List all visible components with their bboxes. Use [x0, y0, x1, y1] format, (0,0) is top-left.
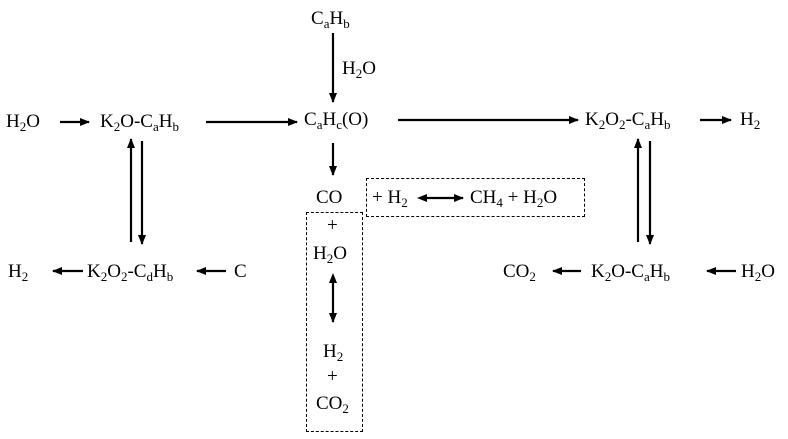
formula-subscript: 2	[604, 269, 612, 284]
formula-text: K	[100, 111, 114, 132]
formula-text: K	[591, 261, 605, 282]
formula-text: K	[87, 261, 101, 282]
formula-subscript: 2	[529, 269, 536, 284]
formula-text: +	[327, 366, 338, 387]
formula-text: K	[585, 109, 599, 130]
formula-text: CH	[470, 187, 497, 208]
intermediate-cahc-o: CaHc(O)	[304, 109, 368, 131]
formula-subscript: d	[146, 269, 153, 284]
formula-text: CO	[503, 261, 530, 282]
formula-text: O	[605, 109, 619, 130]
formula-text: (O)	[341, 109, 369, 130]
formula-text: O	[333, 243, 347, 264]
formula-subscript: b	[663, 269, 670, 284]
water-gas-shift-box	[306, 212, 363, 432]
formula-subscript: 2	[753, 117, 761, 132]
formula-subscript: a	[643, 269, 650, 284]
plus-sign-2: +	[327, 366, 338, 388]
formula-subscript: b	[172, 119, 179, 134]
formula-text: -C	[127, 261, 147, 282]
product-co: CO	[316, 187, 342, 209]
formula-subscript: 2	[342, 401, 349, 416]
formula-subscript: 2	[754, 269, 762, 284]
formula-text: +	[327, 215, 338, 236]
formula-text: O-C	[120, 111, 153, 132]
formula-text: + H	[372, 187, 402, 208]
product-h2-right: H2	[740, 109, 760, 131]
product-co2-right: CO2	[503, 261, 536, 283]
intermediate-k2o-cahb-left: K2O-CaHb	[100, 111, 179, 133]
reactant-h2o-left: H2O	[6, 111, 40, 133]
plus-sign-1: +	[327, 215, 338, 237]
formula-text: C	[311, 8, 324, 29]
formula-subscript: a	[644, 117, 651, 132]
formula-text: H	[158, 111, 173, 132]
formula-subscript: 2	[598, 117, 606, 132]
formula-text: O	[26, 111, 40, 132]
reagent-h2o-vertical: H2O	[342, 58, 376, 80]
formula-subscript: b	[663, 117, 671, 132]
formula-text: H	[342, 58, 356, 79]
reactant-c: C	[234, 261, 247, 283]
formula-text: H	[6, 111, 20, 132]
product-co2-mid: CO2	[316, 393, 349, 415]
formula-subscript: a	[316, 117, 323, 132]
formula-subscript: 2	[536, 195, 544, 210]
formula-text: H	[152, 261, 167, 282]
formula-text: H	[322, 109, 337, 130]
formula-subscript: 2	[19, 119, 27, 134]
formula-subscript: 4	[496, 195, 503, 210]
formula-subscript: 2	[401, 195, 408, 210]
formula-text: H	[8, 261, 22, 282]
formula-text: CO	[316, 393, 343, 414]
formula-subscript: c	[336, 117, 342, 132]
reagent-plus-h2: + H2	[372, 187, 408, 209]
intermediate-k2o2-cdhb: K2O2-CdHb	[87, 261, 173, 283]
formula-text: H	[313, 243, 327, 264]
formula-text: H	[649, 261, 664, 282]
formula-text: O	[543, 187, 558, 208]
formula-subscript: 2	[120, 269, 128, 284]
formula-text: H	[650, 109, 664, 130]
formula-text: O	[761, 261, 775, 282]
formula-text: -C	[625, 109, 645, 130]
intermediate-k2o-cahb-right: K2O-CaHb	[591, 261, 670, 283]
formula-subscript: b	[343, 16, 350, 31]
formula-subscript: b	[166, 269, 174, 284]
formula-text: CO	[316, 187, 343, 208]
reactant-cahb: CaHb	[311, 8, 350, 30]
formula-subscript: 2	[100, 269, 108, 284]
formula-subscript: 2	[113, 119, 121, 134]
product-h2-left: H2	[8, 261, 28, 283]
formula-text: H	[329, 8, 344, 29]
formula-text: O-C	[611, 261, 644, 282]
product-h2-mid: H2	[323, 341, 343, 363]
formula-subscript: a	[152, 119, 159, 134]
formula-text: H	[741, 261, 755, 282]
reactant-h2o-right: H2O	[741, 261, 775, 283]
formula-subscript: 2	[21, 269, 29, 284]
formula-subscript: a	[323, 16, 330, 31]
formula-text: C	[304, 109, 317, 130]
formula-text: H	[323, 341, 337, 362]
formula-text: + H	[502, 187, 537, 208]
formula-subscript: 2	[336, 349, 344, 364]
product-ch4-h2o: CH4 + H2O	[470, 187, 557, 209]
reagent-h2o-mid: H2O	[313, 243, 347, 265]
formula-text: O	[107, 261, 121, 282]
formula-subscript: 2	[355, 66, 363, 81]
formula-text: O	[362, 58, 376, 79]
formula-text: C	[234, 261, 247, 282]
formula-text: H	[740, 109, 754, 130]
intermediate-k2o2-cahb-right: K2O2-CaHb	[585, 109, 670, 131]
formula-subscript: 2	[326, 251, 334, 266]
formula-subscript: 2	[618, 117, 626, 132]
methanation-box	[366, 178, 585, 217]
